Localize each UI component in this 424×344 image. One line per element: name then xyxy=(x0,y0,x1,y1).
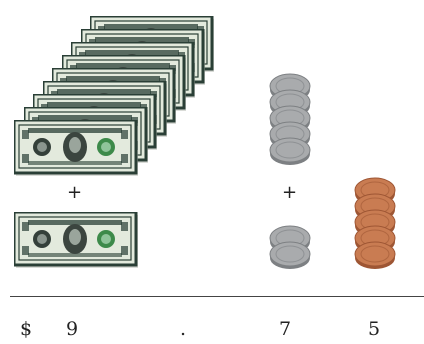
hundredths-digit: 5 xyxy=(368,318,380,340)
plus-sign-right: + xyxy=(282,182,297,203)
dollar-bill xyxy=(14,212,140,270)
silver-coin xyxy=(268,136,312,166)
silver-coin xyxy=(268,240,312,270)
dollar-sign: $ xyxy=(20,318,32,340)
penny-coin xyxy=(353,240,397,270)
answer-line xyxy=(10,296,424,297)
dollars-digit: 9 xyxy=(66,318,78,340)
dollar-bill xyxy=(14,120,140,178)
decimal-point: . xyxy=(180,318,186,340)
plus-sign-left: + xyxy=(67,182,82,203)
tenths-digit: 7 xyxy=(279,318,291,340)
